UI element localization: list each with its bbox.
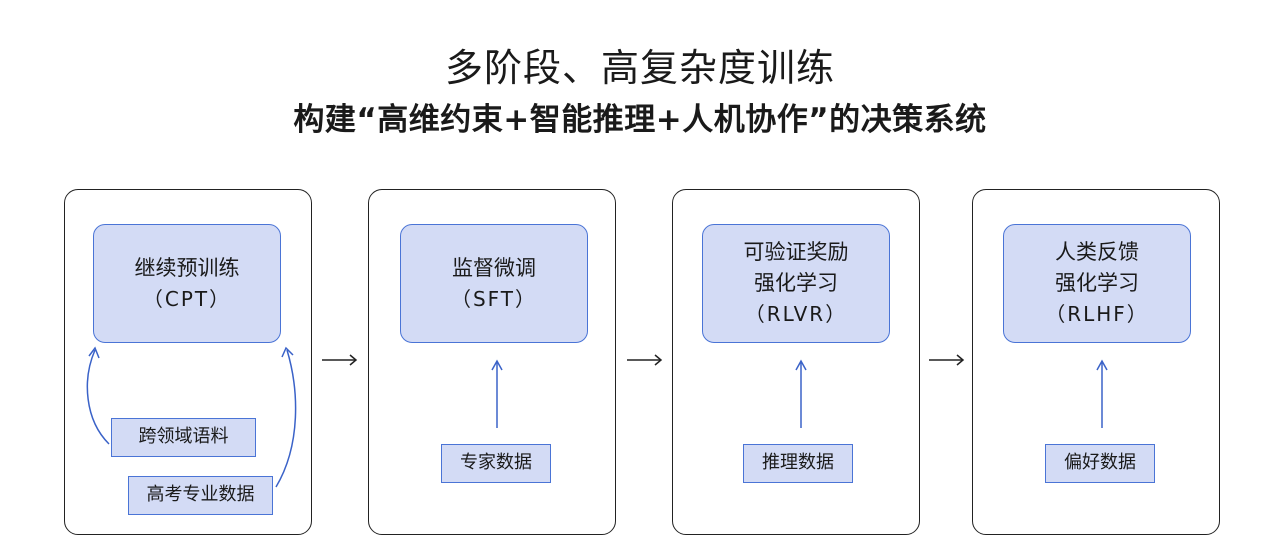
data-box-cross-domain-corpus: 跨领域语料 xyxy=(111,418,256,457)
curved-arrow-left xyxy=(86,349,110,445)
method-box-cpt: 继续预训练 （CPT） xyxy=(93,224,281,343)
rlhf-arrow xyxy=(1096,359,1108,428)
flow-arrow-2 xyxy=(627,354,663,366)
method-box-sft: 监督微调 （SFT） xyxy=(400,224,588,343)
data-box-gaokao-data: 高考专业数据 xyxy=(128,476,273,515)
main-title: 多阶段、高复杂度训练 xyxy=(444,46,835,90)
sft-arrow xyxy=(491,359,503,428)
method-box-rlvr: 可验证奖励 强化学习 （RLVR） xyxy=(702,224,890,343)
subtitle: 构建“高维约束+智能推理+人机协作”的决策系统 xyxy=(293,102,987,138)
stage-sft: 监督微调 （SFT） 专家数据 xyxy=(368,189,616,535)
data-box-preference-data: 偏好数据 xyxy=(1045,444,1155,483)
curved-arrow-right xyxy=(275,349,297,488)
rlvr-arrow xyxy=(795,359,807,428)
data-box-expert-data: 专家数据 xyxy=(441,444,551,483)
method-name-line-2: 强化学习 xyxy=(1055,271,1139,295)
method-abbr: （RLVR） xyxy=(744,302,848,326)
curved-arrow-right-head xyxy=(281,346,294,358)
cpt-arrows xyxy=(86,346,297,488)
method-name-line-1: 可验证奖励 xyxy=(743,240,849,264)
data-box-reasoning-data: 推理数据 xyxy=(743,444,853,483)
stage-rlhf: 人类反馈 强化学习 （RLHF） 偏好数据 xyxy=(972,189,1220,535)
method-name-line-1: 人类反馈 xyxy=(1055,240,1139,264)
curved-arrow-left-head xyxy=(88,346,100,359)
method-abbr: （CPT） xyxy=(142,286,232,311)
flow-arrow-3 xyxy=(929,354,965,366)
method-abbr: （SFT） xyxy=(450,286,538,311)
method-name-line-2: 强化学习 xyxy=(754,271,838,295)
flow-arrow-1 xyxy=(322,354,358,366)
stage-rlvr: 可验证奖励 强化学习 （RLVR） 推理数据 xyxy=(672,189,920,535)
method-abbr: （RLHF） xyxy=(1045,302,1149,326)
method-name: 继续预训练 xyxy=(134,255,240,280)
stage-cpt: 继续预训练 （CPT） 跨领域语料 高考专业数据 xyxy=(64,189,312,535)
method-name: 监督微调 xyxy=(452,255,536,280)
method-box-rlhf: 人类反馈 强化学习 （RLHF） xyxy=(1003,224,1191,343)
